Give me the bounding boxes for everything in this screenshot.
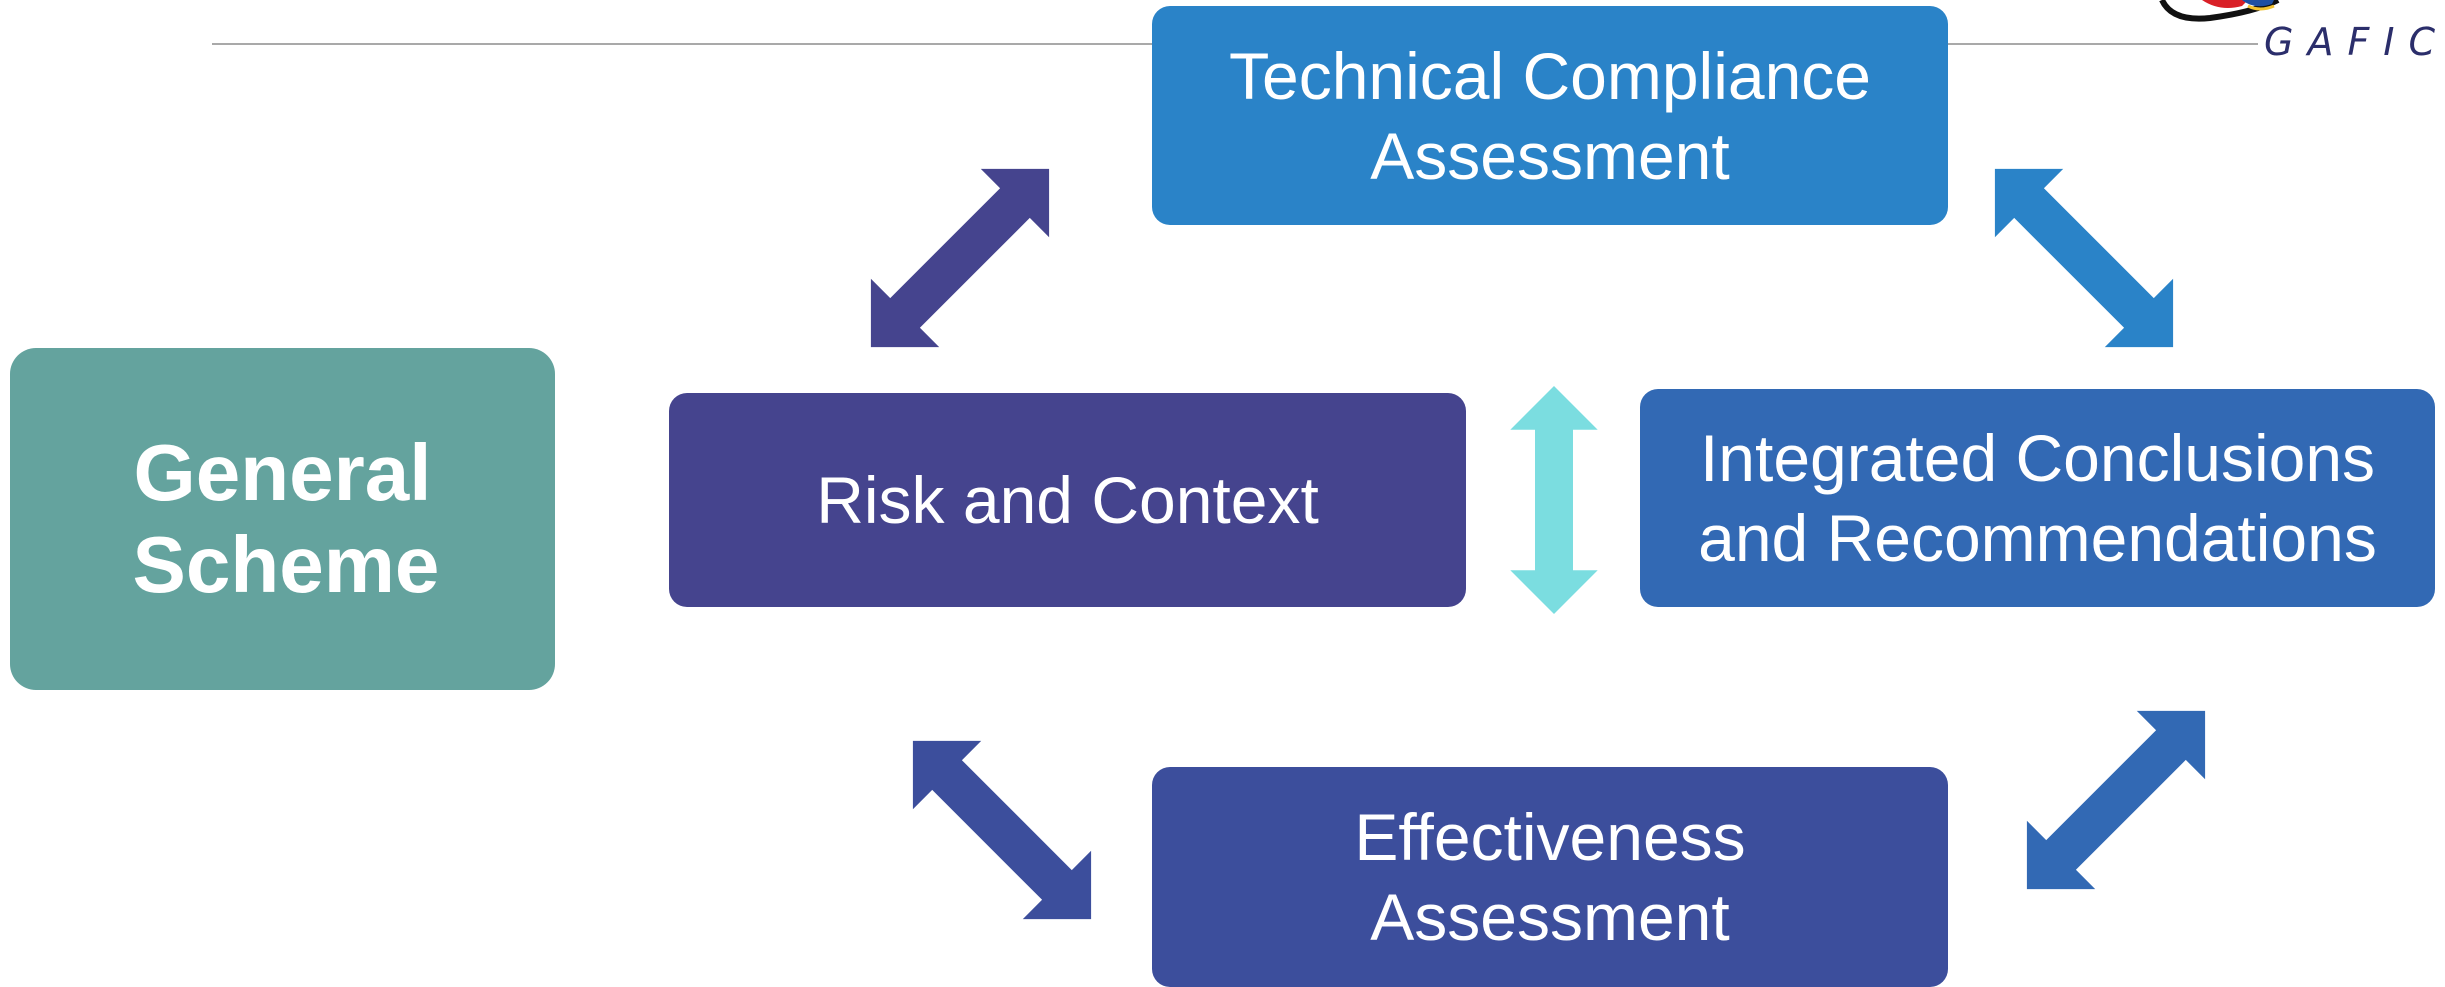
double-arrow-icon bbox=[878, 706, 1126, 954]
integrated-conclusions-label: Integrated Conclusions and Recommendatio… bbox=[1698, 421, 2377, 575]
integrated-conclusions-box: Integrated Conclusions and Recommendatio… bbox=[1640, 389, 2435, 607]
effectiveness-assessment-label: Effectiveness Assessment bbox=[1354, 800, 1746, 954]
general-scheme-box: General Scheme bbox=[10, 348, 555, 690]
logo-text: GAFIC bbox=[2258, 20, 2445, 64]
gafic-logo-icon bbox=[2159, 0, 2280, 22]
effectiveness-assessment-box: Effectiveness Assessment bbox=[1152, 767, 1948, 987]
double-arrow-icon bbox=[1960, 134, 2208, 382]
double-arrow-icon bbox=[836, 134, 1084, 382]
technical-compliance-box: Technical Compliance Assessment bbox=[1152, 6, 1948, 225]
general-scheme-label: General Scheme bbox=[132, 428, 440, 609]
double-arrow-icon bbox=[1992, 676, 2240, 924]
double-arrow-icon bbox=[1510, 386, 1598, 614]
risk-context-label: Risk and Context bbox=[816, 463, 1319, 537]
risk-context-box: Risk and Context bbox=[669, 393, 1466, 607]
technical-compliance-label: Technical Compliance Assessment bbox=[1229, 38, 1871, 193]
